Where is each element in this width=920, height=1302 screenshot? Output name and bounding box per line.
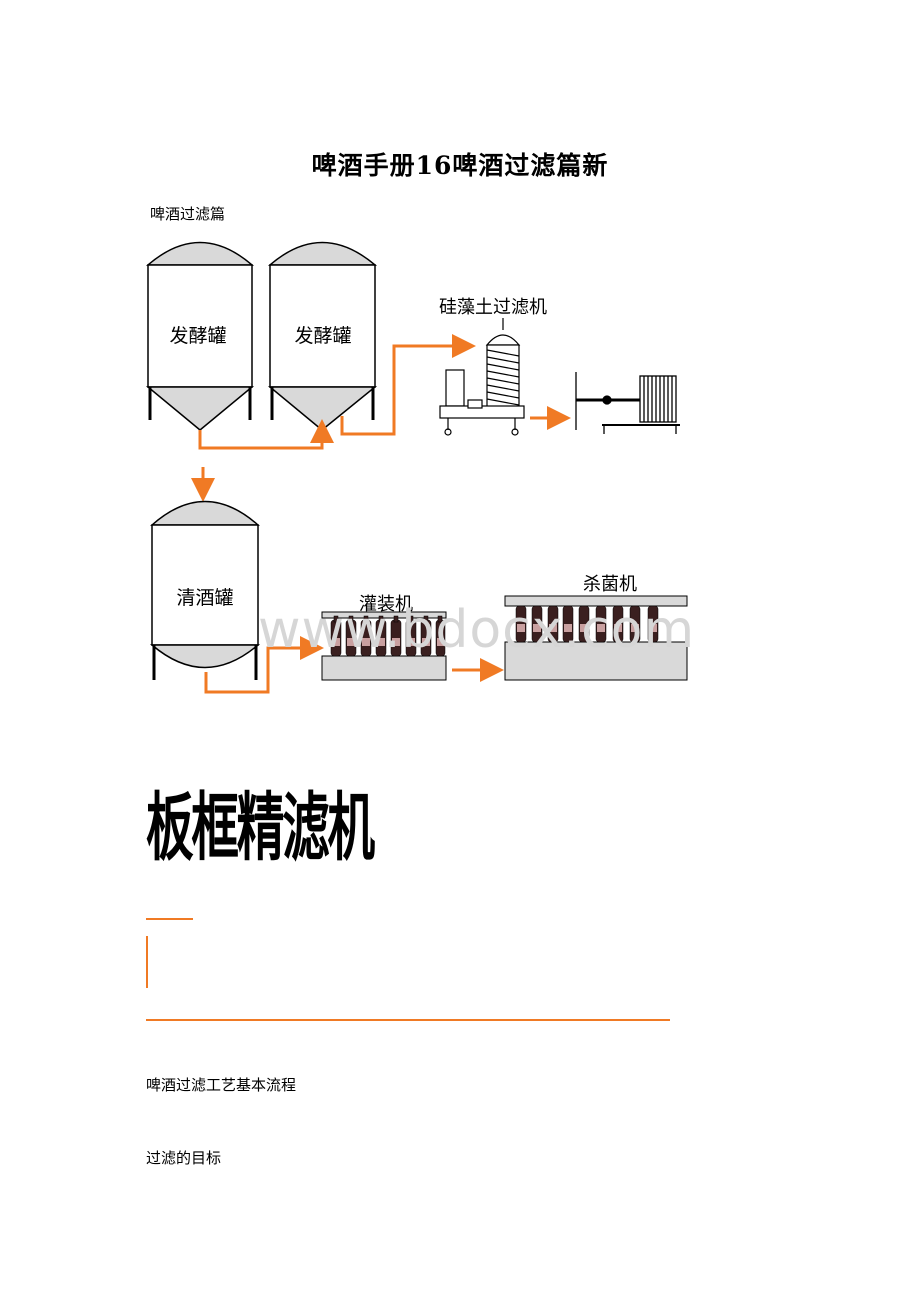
plate-frame-filter xyxy=(575,372,680,434)
bright-beer-tank xyxy=(149,500,261,680)
goal-heading: 过滤的目标 xyxy=(146,1149,222,1167)
fermentation-tank-2 xyxy=(267,241,378,431)
plate-filter-heading: 板框精滤机 xyxy=(146,784,375,872)
bright-tank-label: 清酒罐 xyxy=(176,587,233,609)
orange-rule-vertical xyxy=(146,936,148,988)
watermark: www.bdocx.com xyxy=(258,600,696,660)
document-title: 啤酒手册16啤酒过滤篇新 xyxy=(311,151,609,180)
pasteurizer xyxy=(504,595,688,681)
flow-heading: 啤酒过滤工艺基本流程 xyxy=(146,1076,297,1094)
tank1-label: 发酵罐 xyxy=(169,325,226,347)
tank2-label: 发酵罐 xyxy=(294,325,351,347)
orange-rule-long xyxy=(146,1019,670,1021)
orange-rule-short xyxy=(146,918,193,920)
pipes xyxy=(191,334,571,694)
filtration-process-diagram: 发酵罐 发酵罐 硅藻土过滤机 xyxy=(145,241,688,694)
filter-label: 硅藻土过滤机 xyxy=(439,297,547,318)
diatomaceous-earth-filter xyxy=(439,318,525,436)
section-label: 啤酒过滤篇 xyxy=(150,205,226,223)
fermentation-tank-1 xyxy=(145,241,255,431)
filler-label: 灌装机 xyxy=(359,594,413,615)
pasteurizer-label: 杀菌机 xyxy=(583,574,637,595)
filling-machine xyxy=(321,611,447,681)
